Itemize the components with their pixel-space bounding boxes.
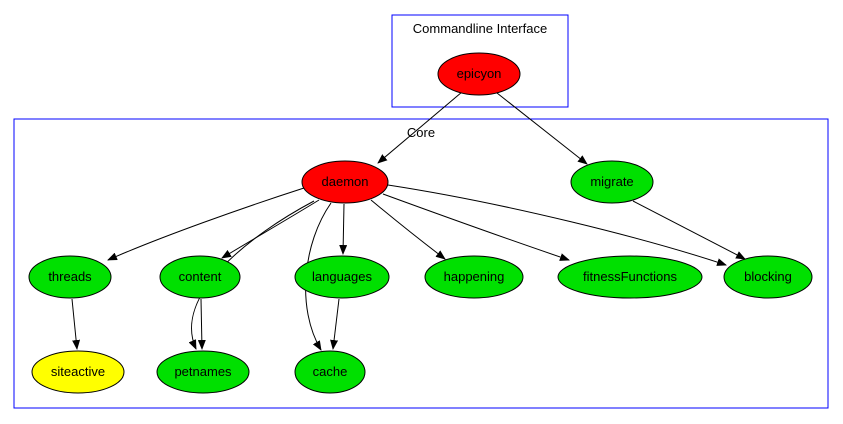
edge-content-petnames <box>197 298 206 350</box>
node-label-threads: threads <box>48 269 92 284</box>
cluster-label-core: Core <box>407 125 435 140</box>
node-happening <box>424 255 524 299</box>
node-label-epicyon: epicyon <box>457 66 502 81</box>
node-label-happening: happening <box>444 269 505 284</box>
node-siteactive <box>31 350 125 394</box>
node-label-fitnessFunctions: fitnessFunctions <box>583 269 677 284</box>
edge-daemon-languages <box>339 203 348 255</box>
node-languages <box>294 255 390 299</box>
node-label-petnames: petnames <box>174 364 232 379</box>
node-cache <box>294 350 366 394</box>
edge-languages-cache <box>330 298 340 350</box>
node-daemon <box>301 160 389 204</box>
edge-migrate-blocking <box>632 200 746 260</box>
node-label-cache: cache <box>313 364 348 379</box>
node-petnames <box>156 350 250 394</box>
edge-daemon-threads <box>107 187 305 261</box>
cluster-commandline-interface <box>391 14 569 108</box>
node-label-migrate: migrate <box>590 174 633 189</box>
node-label-blocking: blocking <box>744 269 792 284</box>
edge-epicyon-migrate <box>496 92 588 165</box>
node-migrate <box>570 160 654 204</box>
edge-daemon-happening <box>370 199 446 260</box>
edge-daemon-content <box>221 199 320 259</box>
cluster-label-commandline-interface: Commandline Interface <box>413 21 547 36</box>
edge-daemon-blocking <box>387 184 727 266</box>
edge-epicyon-daemon <box>377 91 463 164</box>
node-epicyon <box>437 52 521 96</box>
node-label-siteactive: siteactive <box>51 364 105 379</box>
node-content <box>159 255 241 299</box>
cluster-core <box>13 118 829 409</box>
node-label-content: content <box>179 269 222 284</box>
node-threads <box>28 255 112 299</box>
node-fitnessFunctions <box>557 255 703 299</box>
edge-threads-siteactive <box>71 298 81 350</box>
edge-daemon-fitnessFunctions <box>382 193 570 261</box>
node-label-languages: languages <box>312 269 372 284</box>
node-label-daemon: daemon <box>322 174 369 189</box>
node-blocking <box>723 255 813 299</box>
